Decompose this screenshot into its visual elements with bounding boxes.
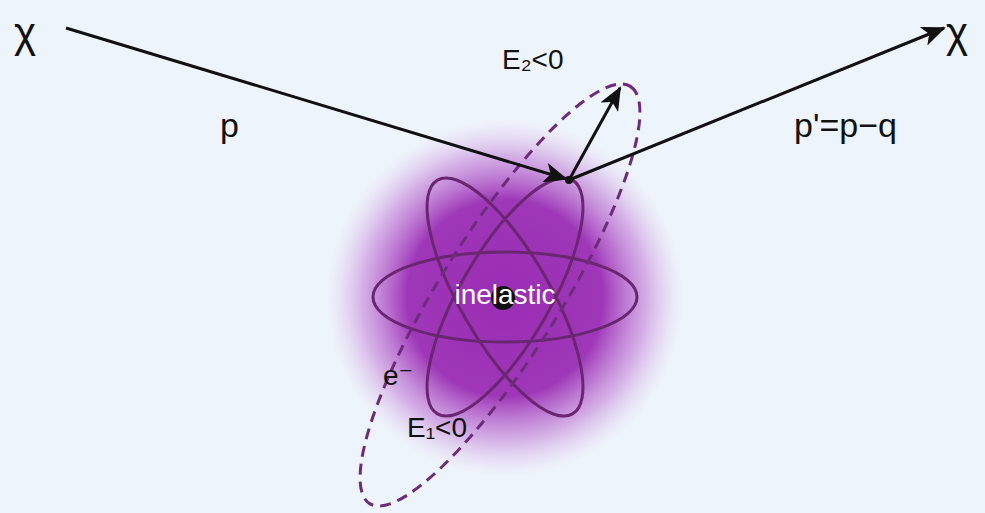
incoming-momentum xyxy=(66,28,566,179)
electron-label: e⁻ xyxy=(383,362,413,390)
particle-label: χ xyxy=(946,12,968,54)
energy-label: E₂<0 xyxy=(502,46,563,74)
momentum-label: p'=p−q xyxy=(794,108,897,142)
momentum-label: p xyxy=(220,108,239,142)
energy-label: E₁<0 xyxy=(407,414,467,442)
atom-glow xyxy=(327,120,683,476)
process-label: inelastic xyxy=(454,281,555,309)
momentum-transfer xyxy=(569,88,620,180)
vertex-dot xyxy=(565,176,573,184)
particle-label: χ xyxy=(14,12,36,54)
outgoing-momentum xyxy=(569,28,944,180)
electron-orbit xyxy=(319,55,681,513)
